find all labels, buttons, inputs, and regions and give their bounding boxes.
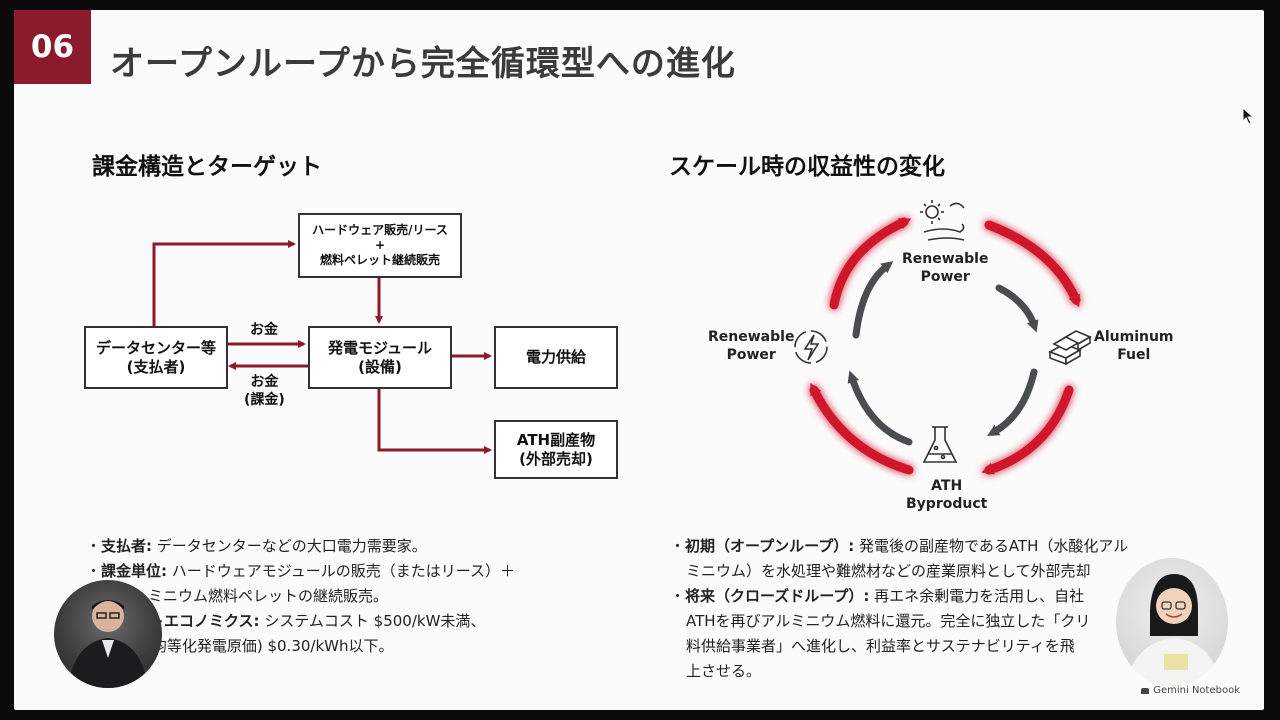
sun-wind-icon [920, 200, 965, 241]
datacenter-box: データセンター等 (支払者) [84, 326, 228, 389]
right-bullet-1: ・初期（オープンループ）: 発電後の副産物であるATH（水酸化アル [670, 537, 1129, 555]
right-bullet-2-cont2: 料供給事業者」へ進化し、利益率とサステナビリティを飛 [686, 637, 1075, 655]
cycle-right-line1: Aluminum [1094, 329, 1174, 345]
power-supply-label: 電力供給 [525, 348, 586, 367]
slide-number-badge: 06 [14, 10, 91, 84]
ath-byproduct-box: ATH副産物 (外部売却) [494, 420, 618, 479]
brand-watermark: Gemini Notebook [1141, 685, 1240, 696]
money-label-bottom: お金 (課金) [244, 373, 285, 409]
mouse-cursor-icon [1242, 107, 1254, 125]
cycle-left-line2: Power [726, 347, 776, 364]
brand-icon [1141, 687, 1150, 694]
cycle-node-top: Renewable Power [902, 250, 988, 286]
left-bullet-3-cont: (均等化発電原価) $0.30/kWh以下。 [146, 637, 394, 655]
presenter-right-avatar-icon [1126, 574, 1220, 686]
right-heading: スケール時の収益性の変化 [669, 154, 945, 180]
left-bullet-2-cont: ミニウム燃料ペレットの継続販売。 [148, 587, 389, 605]
aluminum-ingots-icon [1048, 330, 1092, 366]
datacenter-line2: (支払者) [126, 357, 186, 376]
flask-icon [922, 426, 958, 463]
ath-line1: ATH副産物 [516, 430, 596, 449]
right-bullet-2: ・将来（クローズドループ）: 再エネ余剰電力を活用し、自社 [670, 587, 1085, 605]
cycle-node-left: Renewable Power [708, 328, 794, 364]
red-arrow-top-left [829, 217, 912, 310]
red-arrow-bottom-right [981, 385, 1074, 475]
money-label-top: お金 [250, 322, 278, 338]
red-arrow-bottom-left [809, 382, 914, 475]
power-supply-box: 電力供給 [494, 326, 618, 389]
circular-economy-cycle [794, 200, 1092, 475]
arrow-to-hardware [152, 240, 296, 326]
cycle-right-line2: Fuel [1117, 347, 1151, 364]
module-line1: 発電モジュール [328, 338, 432, 357]
gray-arrow-top-right [995, 284, 1039, 333]
hardware-box-line1: ハードウェア販売/リース [312, 223, 448, 237]
cycle-bottom-line2: Byproduct [906, 496, 988, 513]
cycle-bottom-line1: ATH [931, 478, 963, 494]
right-bullet-2-cont: ATHを再びアルミニウム燃料に還元。完全に独立した「クリ [686, 612, 1091, 630]
right-bullet-1-cont: ミニウム）を水処理や難燃材などの産業原料として外部売却 [686, 562, 1091, 580]
slide: 06 オープンループから完全循環型への進化 課金構造とターゲット ハードウェア販… [14, 10, 1264, 710]
left-bullet-1: ・支払者: データセンターなどの大口電力需要家。 [86, 537, 427, 555]
hardware-sales-box: ハードウェア販売/リース + 燃料ペレット継続販売 [298, 213, 462, 278]
left-bullets: ・支払者: データセンターなどの大口電力需要家。 ・課金単位: ハードウェアモジ… [86, 534, 515, 659]
gray-arrow-bottom-left [847, 370, 913, 446]
datacenter-line1: データセンター等 [95, 338, 216, 357]
presenter-left-avatar-icon [68, 600, 148, 688]
slide-title: オープンループから完全循環型への進化 [110, 44, 736, 84]
money-bottom-line2: (課金) [244, 392, 285, 409]
gray-arrow-bottom-right [987, 368, 1038, 436]
hardware-box-plus: + [374, 238, 386, 252]
gray-arrow-top-left [852, 261, 894, 339]
brand-label: Gemini Notebook [1153, 685, 1240, 696]
right-bullet-2-cont3: 上させる。 [686, 662, 762, 680]
presenter-right-video [1116, 558, 1228, 686]
red-arrow-top-right [984, 220, 1081, 308]
left-bullet-2: ・課金単位: ハードウェアモジュールの販売（またはリース）＋ [86, 562, 515, 580]
left-heading: 課金構造とターゲット [92, 154, 322, 180]
ath-line2: (外部売却) [519, 449, 593, 468]
cycle-node-bottom: ATH Byproduct [906, 477, 987, 513]
module-line2: (設備) [358, 357, 402, 376]
cycle-top-line1: Renewable [902, 251, 989, 267]
cycle-left-line1: Renewable [708, 329, 795, 345]
power-module-box: 発電モジュール (設備) [308, 326, 452, 389]
arrow-module-to-ath [377, 388, 492, 454]
cycle-node-right: Aluminum Fuel [1094, 328, 1174, 364]
presenter-left-video [54, 580, 162, 688]
cycle-top-line2: Power [920, 269, 970, 286]
billing-flow-arrows [152, 240, 492, 454]
right-bullets: ・初期（オープンループ）: 発電後の副産物であるATH（水酸化アル ミニウム）を… [670, 534, 1128, 684]
money-bottom-line1: お金 [250, 374, 279, 390]
lightning-cycle-icon [794, 330, 828, 364]
hardware-box-line2: 燃料ペレット継続販売 [319, 253, 440, 267]
